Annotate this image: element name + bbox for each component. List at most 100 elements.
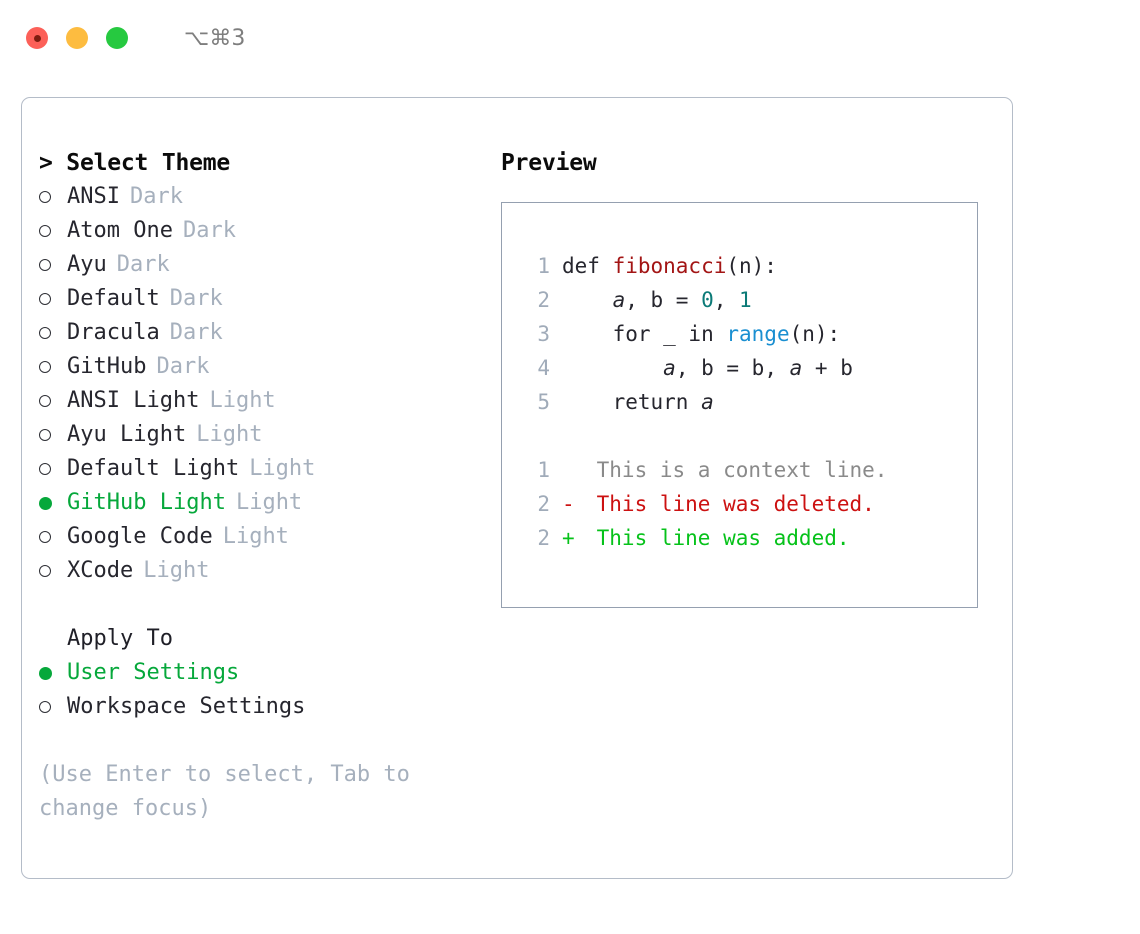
code-line: 3 for _ in range(n): — [520, 317, 977, 351]
hollow-circle-icon — [39, 225, 51, 237]
option-category-label: Light — [222, 524, 289, 549]
radio-unselected-icon[interactable] — [39, 565, 67, 577]
radio-unselected-icon[interactable] — [39, 701, 67, 713]
theme-option[interactable]: Atom One Dark — [39, 214, 479, 248]
code-token: , — [713, 288, 740, 312]
option-label: ANSI Light — [67, 388, 200, 413]
line-number: 1 — [537, 254, 550, 278]
theme-option[interactable]: ANSI Light Light — [39, 384, 479, 418]
option-category-label: Dark — [182, 218, 236, 243]
option-label: GitHub Light — [67, 490, 226, 515]
diff-sample: 1 This is a context line.2- This line wa… — [520, 453, 977, 555]
apply-to-option[interactable]: Workspace Settings — [39, 690, 479, 724]
radio-unselected-icon[interactable] — [39, 361, 67, 373]
zoom-icon[interactable] — [106, 27, 128, 49]
diff-line-content: This is a context line. — [562, 453, 888, 487]
radio-selected-icon[interactable] — [39, 666, 67, 680]
radio-unselected-icon[interactable] — [39, 191, 67, 203]
code-token: 0 — [701, 288, 714, 312]
option-label: User Settings — [67, 660, 240, 685]
hint-spacer — [39, 724, 479, 758]
code-token: a — [663, 356, 676, 380]
select-theme-header: > Select Theme — [39, 150, 231, 176]
hollow-circle-icon — [39, 361, 51, 373]
code-diff-gap — [520, 419, 977, 453]
option-label: Default — [67, 286, 160, 311]
line-number: 2 — [537, 526, 550, 550]
option-category-label: Dark — [116, 252, 170, 277]
radio-unselected-icon[interactable] — [39, 327, 67, 339]
minimize-icon[interactable] — [66, 27, 88, 49]
hollow-circle-icon — [39, 701, 51, 713]
code-token: return — [562, 390, 702, 414]
code-token — [562, 288, 613, 312]
option-label: Atom One — [67, 218, 173, 243]
theme-option[interactable]: Dracula Dark — [39, 316, 479, 350]
diff-marker — [562, 453, 584, 487]
option-label: ANSI — [67, 184, 120, 209]
code-token: def — [562, 254, 613, 278]
option-label: Default Light — [67, 456, 240, 481]
radio-unselected-icon[interactable] — [39, 531, 67, 543]
code-token: a — [701, 390, 714, 414]
keyboard-shortcut-label: ⌥⌘3 — [184, 25, 246, 51]
code-token: (n): — [789, 322, 841, 346]
code-line: 2 a, b = 0, 1 — [520, 283, 977, 317]
title-bar: ⌥⌘3 — [0, 0, 1140, 76]
diff-text: This is a context line. — [584, 458, 888, 482]
line-number: 5 — [537, 390, 550, 414]
option-category-label: Light — [209, 388, 276, 413]
radio-unselected-icon[interactable] — [39, 463, 67, 475]
preview-header: Preview — [501, 150, 597, 176]
code-token: for _ in — [562, 322, 727, 346]
close-icon[interactable] — [26, 27, 48, 49]
line-number: 1 — [537, 458, 550, 482]
code-line: 5 return a — [520, 385, 977, 419]
code-token: range — [726, 322, 790, 346]
radio-unselected-icon[interactable] — [39, 259, 67, 271]
hollow-circle-icon — [39, 463, 51, 475]
diff-line: 2- This line was deleted. — [520, 487, 977, 521]
option-label: Ayu Light — [67, 422, 187, 447]
hollow-circle-icon — [39, 429, 51, 441]
code-token: a — [612, 288, 626, 312]
line-number: 3 — [537, 322, 550, 346]
filled-circle-icon — [39, 666, 52, 680]
code-token: a — [789, 356, 803, 380]
option-label: Dracula — [67, 320, 160, 345]
theme-option[interactable]: Ayu Dark — [39, 248, 479, 282]
option-label: Ayu — [67, 252, 107, 277]
radio-selected-icon[interactable] — [39, 496, 67, 510]
radio-unselected-icon[interactable] — [39, 225, 67, 237]
radio-unselected-icon[interactable] — [39, 395, 67, 407]
radio-unselected-icon[interactable] — [39, 429, 67, 441]
diff-line: 2 + This line was added. — [520, 521, 977, 555]
hollow-circle-icon — [39, 293, 51, 305]
apply-to-header: Apply To — [67, 626, 173, 651]
code-line-content: def fibonacci(n): — [562, 249, 777, 283]
hollow-circle-icon — [39, 565, 51, 577]
apply-to-option[interactable]: User Settings — [39, 656, 479, 690]
code-token: , b = b, — [675, 356, 790, 380]
diff-line-content: + This line was added. — [562, 521, 850, 555]
hollow-circle-icon — [39, 531, 51, 543]
diff-line: 1 This is a context line. — [520, 453, 977, 487]
keyboard-hint-text: (Use Enter to select, Tab to change focu… — [39, 762, 410, 821]
radio-unselected-icon[interactable] — [39, 293, 67, 305]
option-category-label: Dark — [169, 320, 223, 345]
